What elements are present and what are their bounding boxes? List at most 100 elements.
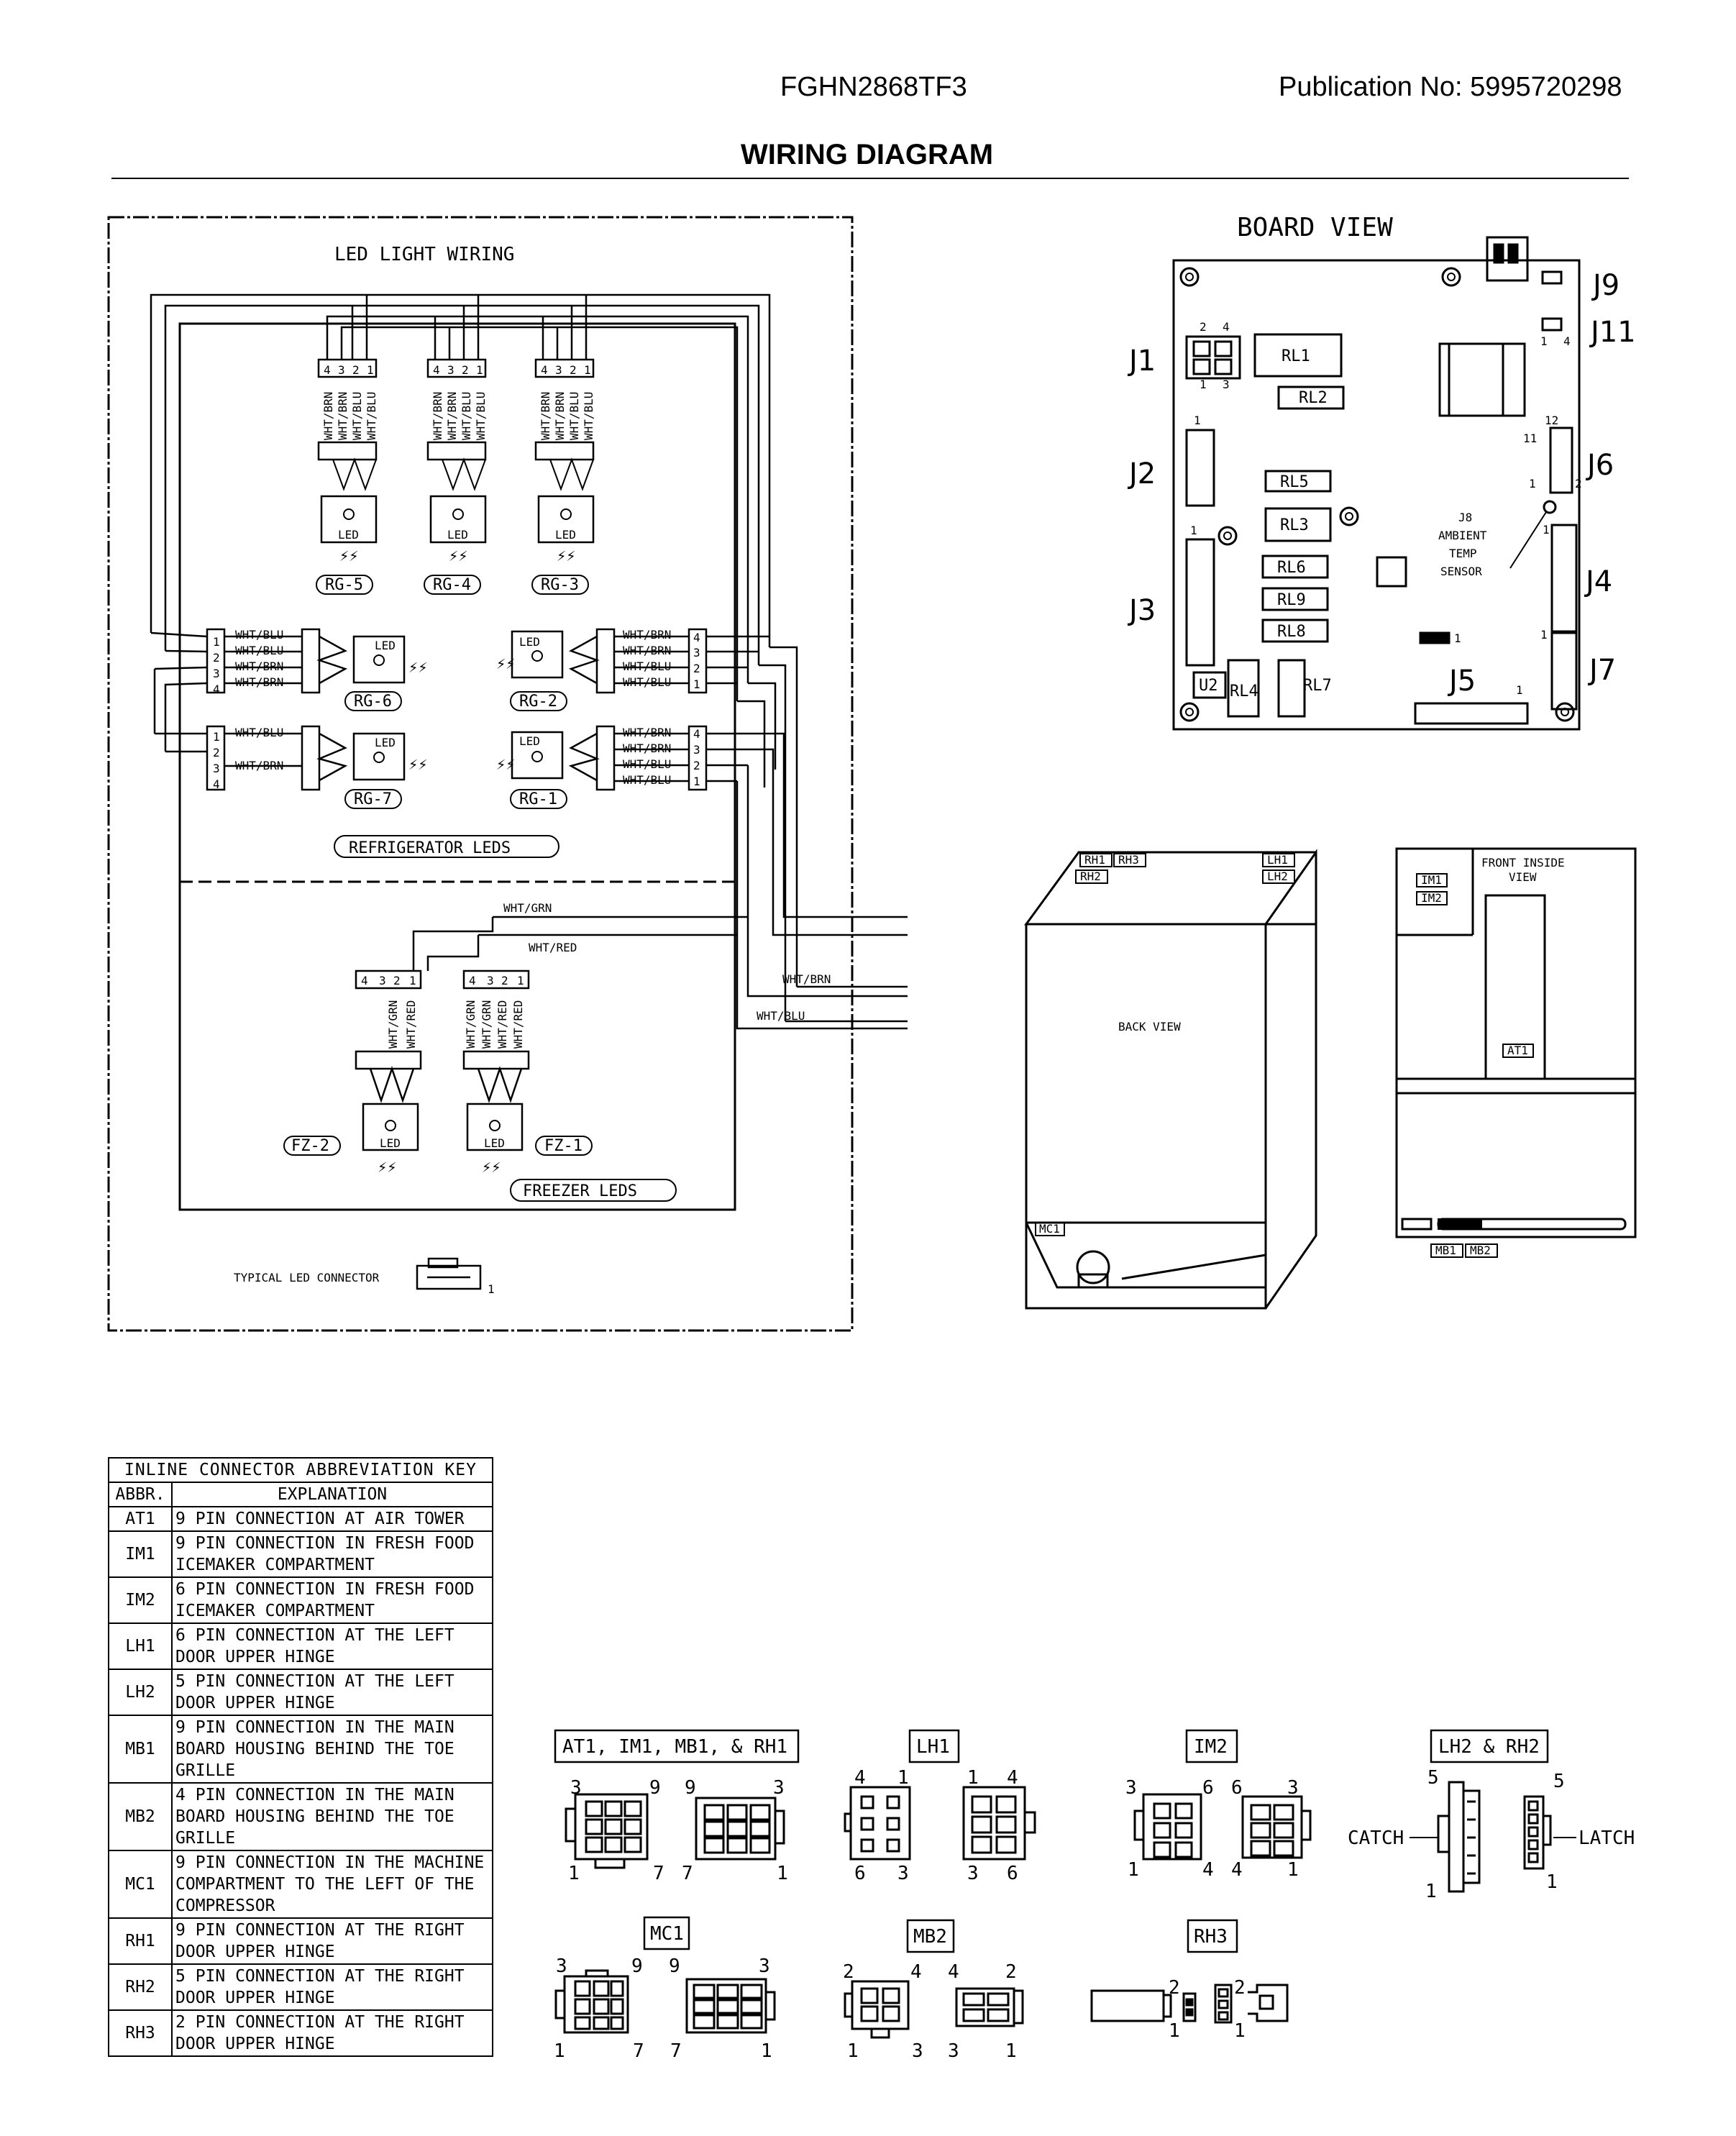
svg-text:LED: LED [447, 528, 468, 542]
svg-text:WHT/GRN: WHT/GRN [480, 1000, 493, 1049]
svg-text:⚡⚡: ⚡⚡ [449, 547, 468, 565]
led-module-rg6 [150, 628, 406, 752]
svg-text:11: 11 [1523, 432, 1537, 445]
svg-text:3: 3 [555, 363, 562, 377]
svg-text:6: 6 [854, 1863, 866, 1884]
svg-text:12: 12 [1545, 414, 1558, 427]
wht-red-label: WHT/RED [529, 941, 577, 954]
svg-text:AMBIENT: AMBIENT [1438, 529, 1487, 542]
svg-text:1: 1 [213, 635, 220, 649]
typical-led-connector-label: TYPICAL LED CONNECTOR [234, 1271, 380, 1284]
svg-text:WHT/BRN: WHT/BRN [235, 759, 283, 772]
svg-text:9: 9 [631, 1955, 643, 1977]
svg-text:WHT/GRN: WHT/GRN [464, 1000, 478, 1049]
svg-text:3: 3 [759, 1955, 770, 1977]
svg-text:1: 1 [213, 730, 220, 744]
key-col-abbr: ABBR. [108, 1482, 173, 1507]
svg-text:2: 2 [1169, 1977, 1180, 1999]
svg-text:3: 3 [967, 1863, 979, 1884]
svg-text:4: 4 [469, 974, 476, 987]
rh3-connector-icon [1090, 1984, 1289, 2024]
svg-text:2: 2 [1005, 1961, 1017, 1983]
svg-text:IM1: IM1 [1421, 873, 1442, 887]
im2-label: IM2 [1194, 1736, 1228, 1758]
lh1-label-box [908, 1729, 960, 1763]
svg-text:1: 1 [568, 1863, 580, 1884]
svg-text:WHT/BLU: WHT/BLU [460, 392, 473, 440]
svg-text:2: 2 [1575, 477, 1582, 490]
svg-text:MC1: MC1 [1039, 1222, 1060, 1236]
svg-text:1: 1 [761, 2040, 772, 2062]
svg-text:4: 4 [213, 683, 220, 696]
wht-grn-label: WHT/GRN [503, 901, 552, 915]
im2-label-box [1185, 1729, 1238, 1763]
svg-text:WHT/BLU: WHT/BLU [623, 675, 671, 689]
freezer-leds-label: FREEZER LEDS [523, 1182, 637, 1200]
at1-group-label: AT1, IM1, MB1, & RH1 [562, 1736, 787, 1758]
mc1-label: MC1 [650, 1923, 684, 1945]
svg-text:1: 1 [409, 974, 416, 987]
svg-text:⚡⚡: ⚡⚡ [496, 756, 516, 774]
svg-text:7: 7 [682, 1863, 693, 1884]
svg-text:1: 1 [1287, 1859, 1299, 1881]
svg-text:1: 1 [1194, 414, 1201, 427]
svg-text:6: 6 [1202, 1777, 1214, 1799]
svg-text:RL3: RL3 [1280, 516, 1309, 534]
svg-text:J9: J9 [1591, 269, 1619, 302]
svg-text:1: 1 [1169, 2020, 1180, 2042]
svg-text:WHT/BLU: WHT/BLU [474, 392, 488, 440]
led-module-rg2 [510, 628, 769, 711]
typical-led-connector-icon [416, 1257, 482, 1290]
svg-text:WHT/BRN: WHT/BRN [431, 392, 444, 440]
svg-text:⚡⚡: ⚡⚡ [482, 1159, 501, 1177]
svg-text:LED: LED [375, 736, 396, 749]
svg-text:2: 2 [570, 363, 577, 377]
publication-number: Publication No: 5995720298 [1279, 72, 1622, 102]
svg-text:4: 4 [693, 631, 700, 644]
svg-text:WHT/BRN: WHT/BRN [623, 628, 671, 642]
svg-text:RL1: RL1 [1282, 347, 1310, 365]
svg-text:⚡⚡: ⚡⚡ [408, 659, 428, 677]
svg-text:WHT/BRN: WHT/BRN [445, 392, 459, 440]
led-wiring-title: LED LIGHT WIRING [334, 244, 514, 265]
abbreviation-key-table: INLINE CONNECTOR ABBREVIATION KEY ABBR. … [108, 1457, 493, 2057]
exit-harness [412, 646, 908, 1030]
svg-text:2: 2 [1200, 320, 1207, 334]
svg-text:7: 7 [633, 2040, 644, 2062]
svg-text:2: 2 [501, 974, 508, 987]
svg-text:1: 1 [554, 2040, 565, 2062]
svg-text:⚡⚡: ⚡⚡ [557, 547, 576, 565]
svg-text:4: 4 [1563, 334, 1571, 348]
back-view-label: BACK VIEW [1118, 1020, 1181, 1033]
svg-text:FZ-2: FZ-2 [291, 1137, 329, 1155]
svg-text:RL9: RL9 [1277, 591, 1306, 609]
svg-text:1: 1 [1128, 1859, 1139, 1881]
svg-text:WHT/BRN: WHT/BRN [235, 675, 283, 689]
key-col-explanation: EXPLANATION [171, 1482, 493, 1507]
svg-text:5: 5 [1553, 1771, 1565, 1792]
svg-text:RG-1: RG-1 [519, 790, 557, 808]
svg-text:RG-4: RG-4 [433, 576, 471, 594]
svg-text:LED: LED [519, 635, 540, 649]
svg-text:3: 3 [379, 974, 386, 987]
front-view-tags [1416, 873, 1534, 1258]
svg-text:1: 1 [1529, 477, 1536, 490]
nine-pin-connector-male-icon [695, 1797, 785, 1861]
svg-text:1: 1 [367, 363, 374, 377]
svg-text:2: 2 [1234, 1977, 1246, 1999]
svg-text:3: 3 [1125, 1777, 1137, 1799]
led-module-rg7 [155, 725, 406, 809]
svg-text:WHT/BLU: WHT/BLU [235, 644, 283, 657]
svg-text:FRONT INSIDE: FRONT INSIDE [1481, 856, 1565, 870]
svg-text:RH2: RH2 [1080, 870, 1101, 883]
svg-text:4: 4 [910, 1961, 922, 1983]
svg-text:3: 3 [487, 974, 494, 987]
svg-text:3: 3 [693, 743, 700, 757]
rh3-label-box [1187, 1919, 1238, 1953]
top-harness [150, 293, 771, 701]
